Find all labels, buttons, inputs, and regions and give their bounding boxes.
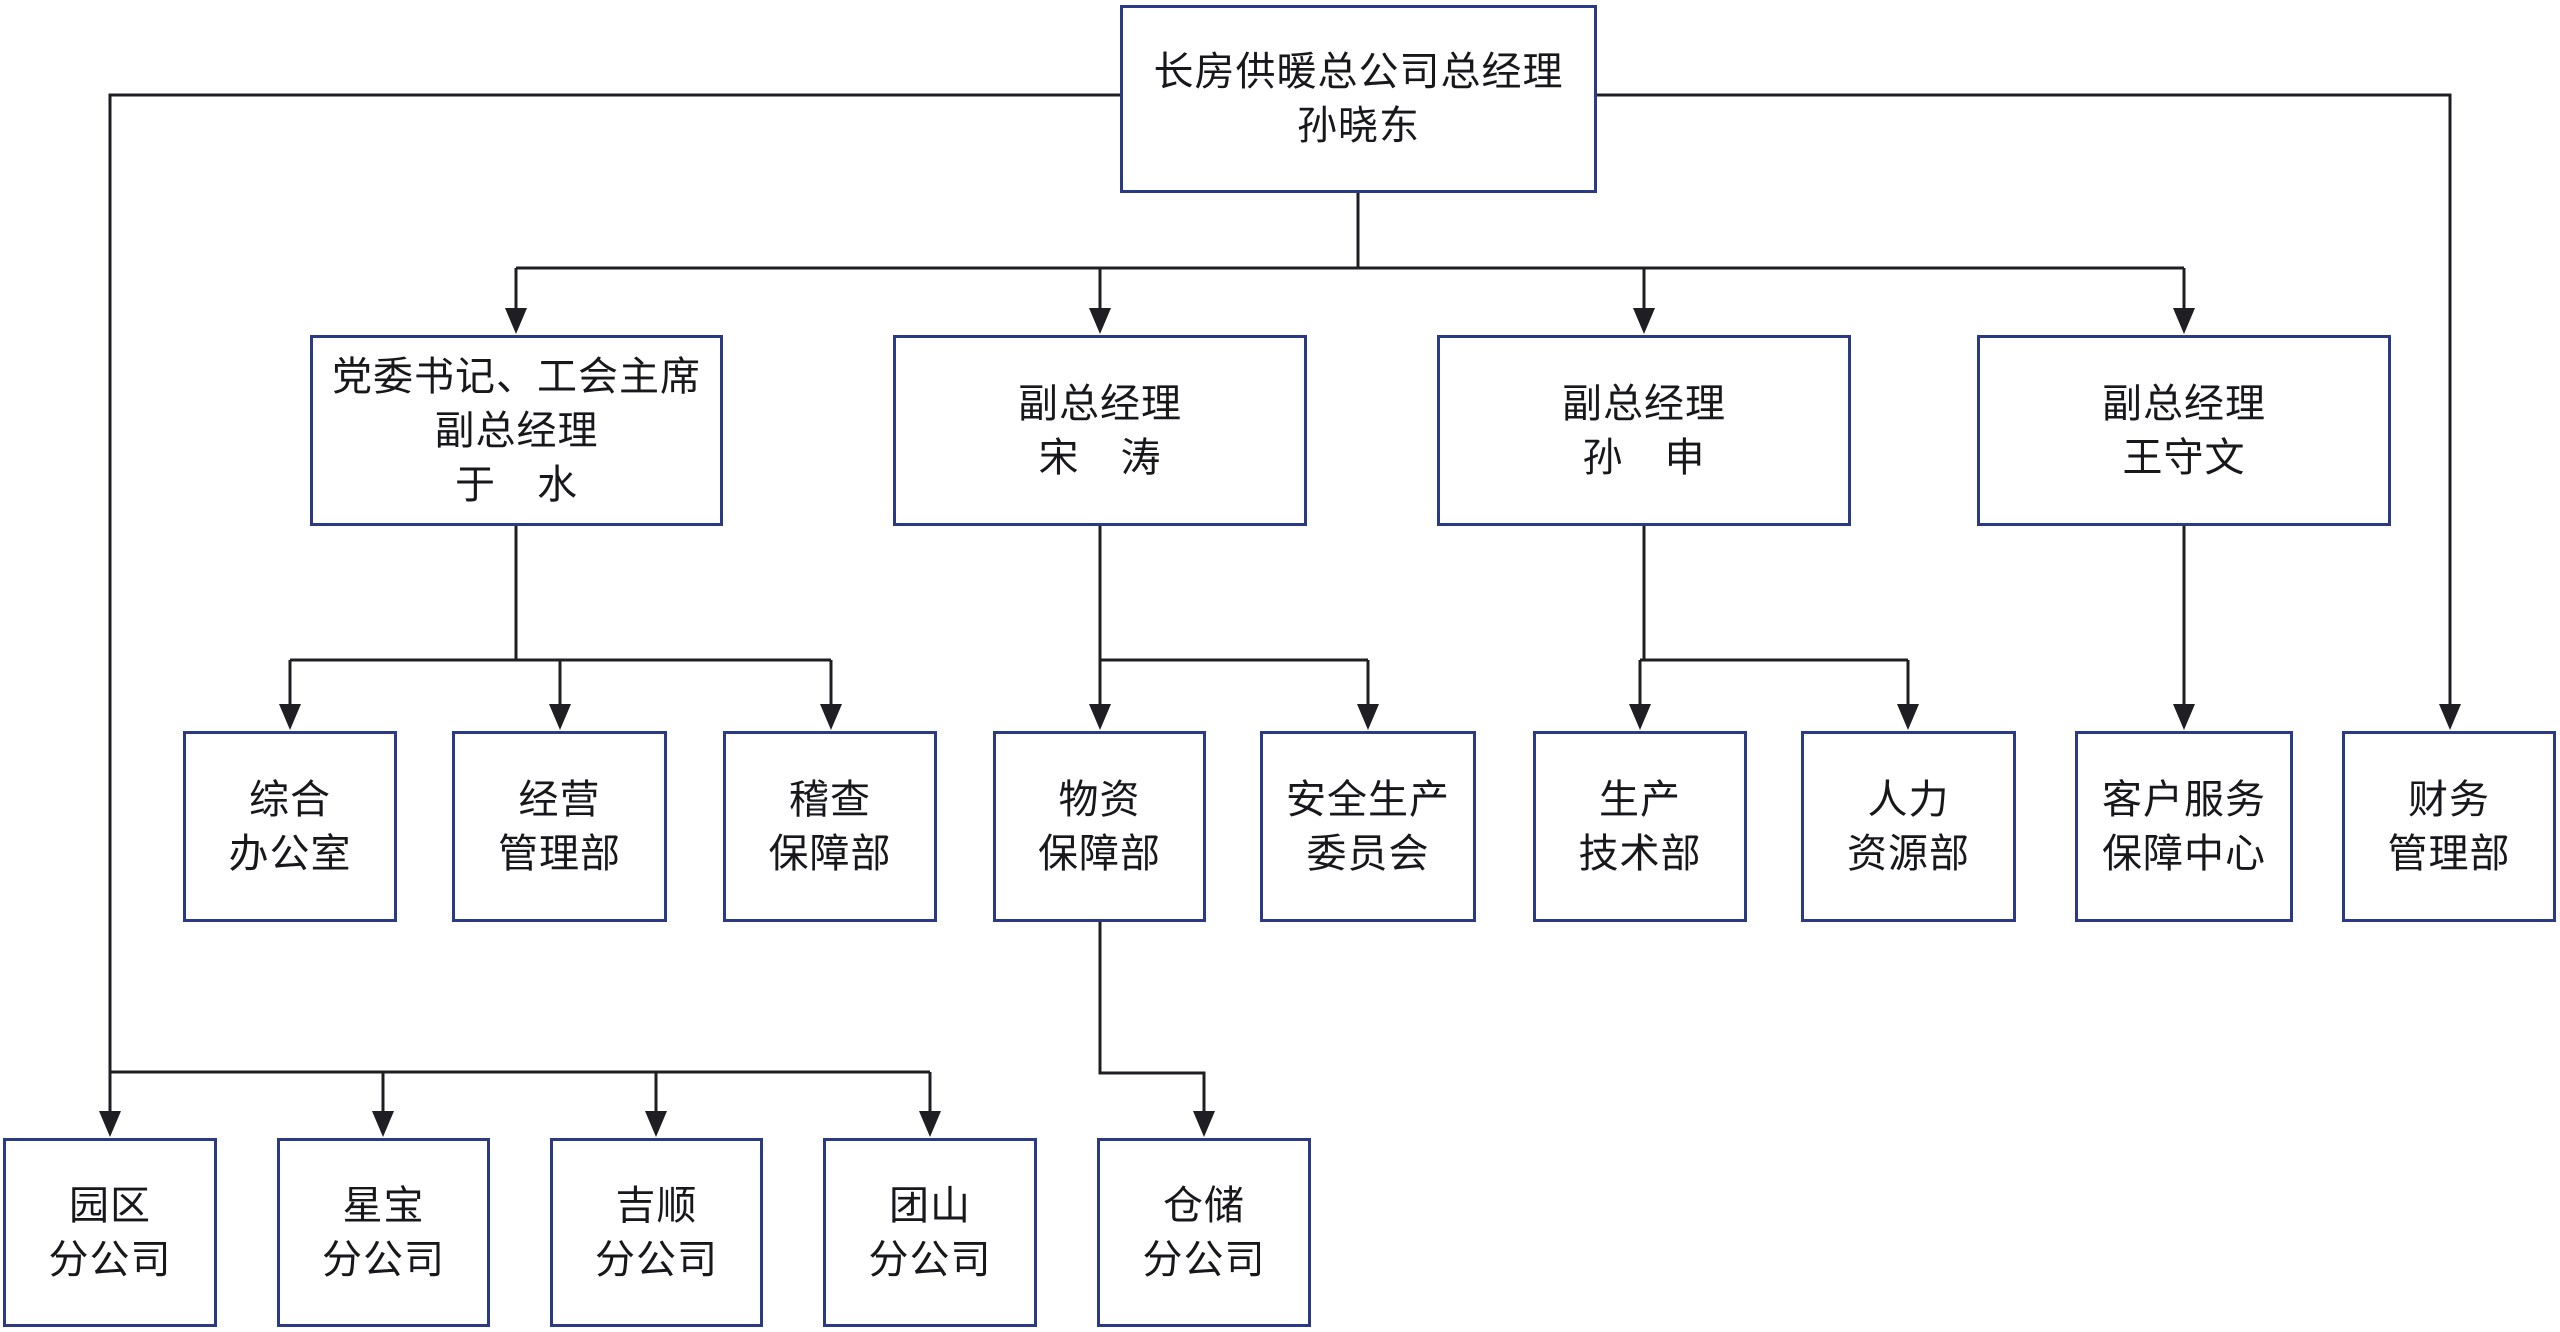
node-label: 孙 申 (1582, 435, 1706, 480)
node-zonghe-office: 综合 办公室 (183, 731, 397, 922)
node-jingying-dept: 经营 管理部 (452, 731, 667, 922)
node-label: 安全生产 (1286, 777, 1450, 822)
node-label: 副总经理 (1018, 381, 1182, 426)
connector-sunshen-to-departments (1638, 526, 1910, 708)
node-sun-shen: 副总经理 孙 申 (1437, 335, 1851, 526)
connector-root-to-deputies (514, 193, 2186, 312)
node-label: 委员会 (1306, 831, 1430, 876)
node-label: 办公室 (228, 831, 352, 876)
node-jishun-branch: 吉顺 分公司 (550, 1138, 763, 1327)
node-general-manager: 长房供暖总公司总经理 孙晓东 (1120, 5, 1597, 193)
node-label: 技术部 (1578, 831, 1702, 876)
node-label: 分公司 (868, 1237, 992, 1282)
node-label: 经营 (518, 777, 601, 822)
node-anquan-committee: 安全生产 委员会 (1260, 731, 1476, 922)
node-caiwu-dept: 财务 管理部 (2342, 731, 2556, 922)
node-yu-shui: 党委书记、工会主席 副总经理 于 水 (310, 335, 723, 526)
arrowheads (99, 308, 2461, 1137)
node-label: 综合 (249, 777, 331, 822)
node-label: 于 水 (455, 462, 578, 507)
node-renli-dept: 人力 资源部 (1801, 731, 2016, 922)
node-label: 长房供暖总公司总经理 (1153, 50, 1564, 94)
connector-yushui-to-departments (288, 526, 833, 708)
node-jicha-dept: 稽查 保障部 (723, 731, 937, 922)
node-label: 副总经理 (1562, 381, 1726, 426)
node-label: 宋 涛 (1038, 435, 1162, 480)
node-label: 王守文 (2122, 435, 2246, 480)
node-shengchan-dept: 生产 技术部 (1533, 731, 1747, 922)
node-label: 仓储 (1163, 1183, 1245, 1228)
node-wuzi-dept: 物资 保障部 (993, 731, 1206, 922)
node-label: 生产 (1599, 777, 1681, 822)
node-label: 保障中心 (2102, 831, 2266, 876)
node-label: 分公司 (48, 1237, 172, 1282)
node-xingbao-branch: 星宝 分公司 (277, 1138, 490, 1327)
node-label: 党委书记、工会主席 (332, 354, 701, 399)
node-label: 客户服务 (2102, 777, 2266, 822)
node-kehu-center: 客户服务 保障中心 (2075, 731, 2293, 922)
node-label: 分公司 (1142, 1237, 1266, 1282)
connector-songtao-to-departments (1098, 526, 1370, 708)
node-label: 资源部 (1847, 831, 1970, 876)
node-label: 副总经理 (434, 408, 599, 453)
connector-root-to-branches-left (108, 93, 1120, 1115)
node-label: 团山 (889, 1183, 971, 1228)
node-label: 孙晓东 (1297, 104, 1420, 148)
node-label: 保障部 (1038, 831, 1161, 876)
node-label: 分公司 (595, 1237, 718, 1282)
node-label: 星宝 (342, 1183, 425, 1228)
node-song-tao: 副总经理 宋 涛 (893, 335, 1307, 526)
node-label: 吉顺 (615, 1183, 698, 1228)
node-label: 人力 (1867, 777, 1950, 822)
node-wang-shouwen: 副总经理 王守文 (1977, 335, 2391, 526)
connector-root-to-finance-right (1597, 93, 2452, 708)
node-label: 物资 (1058, 777, 1141, 822)
node-tuanshan-branch: 团山 分公司 (823, 1138, 1037, 1327)
connector-wuzi-to-cangchu (1098, 922, 1206, 1115)
node-yuanqu-branch: 园区 分公司 (3, 1138, 217, 1327)
node-label: 管理部 (498, 831, 621, 876)
node-cangchu-branch: 仓储 分公司 (1097, 1138, 1311, 1327)
node-label: 分公司 (322, 1237, 445, 1282)
node-label: 园区 (69, 1183, 151, 1228)
node-label: 稽查 (789, 777, 871, 822)
node-label: 副总经理 (2102, 381, 2266, 426)
node-label: 管理部 (2387, 831, 2511, 876)
node-label: 保障部 (768, 831, 892, 876)
node-label: 财务 (2408, 777, 2490, 822)
